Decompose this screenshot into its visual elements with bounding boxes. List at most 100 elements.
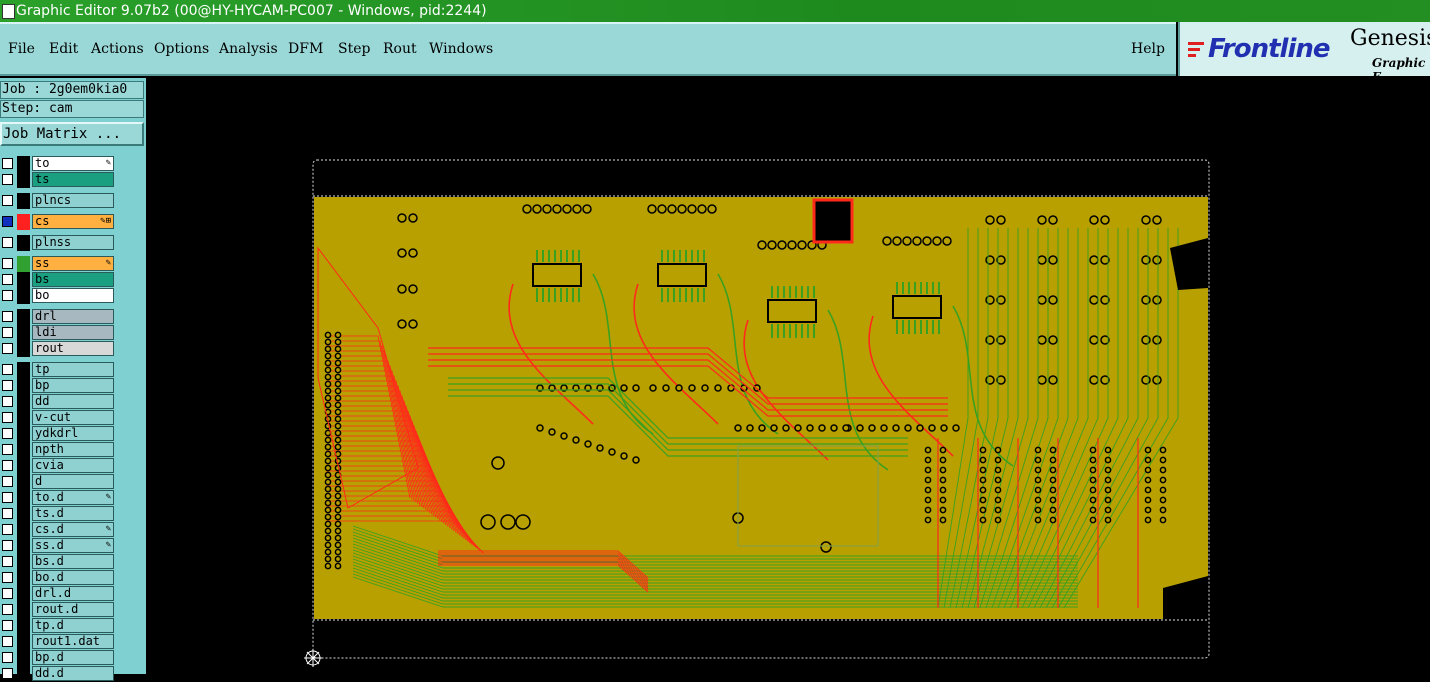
- layer-checkbox[interactable]: [2, 508, 13, 519]
- layer-name[interactable]: ss.d✎: [32, 538, 114, 553]
- layer-row[interactable]: cs.d✎: [0, 522, 118, 538]
- menu-actions[interactable]: Actions: [91, 41, 144, 57]
- layer-checkbox[interactable]: [2, 492, 13, 503]
- layer-row[interactable]: plncs: [0, 193, 118, 209]
- layer-color-swatch[interactable]: [17, 666, 30, 682]
- layer-checkbox[interactable]: [2, 258, 13, 269]
- layer-color-swatch[interactable]: [17, 522, 30, 538]
- layer-color-swatch[interactable]: [17, 538, 30, 554]
- layer-name[interactable]: ss✎: [32, 256, 114, 271]
- layer-color-swatch[interactable]: [17, 490, 30, 506]
- layer-color-swatch[interactable]: [17, 570, 30, 586]
- layer-row[interactable]: dd.d: [0, 666, 118, 682]
- layer-color-swatch[interactable]: [17, 214, 30, 230]
- layer-checkbox[interactable]: [2, 588, 13, 599]
- layer-name[interactable]: bo.d: [32, 570, 114, 585]
- layer-row[interactable]: tp: [0, 362, 118, 378]
- layer-color-swatch[interactable]: [17, 394, 30, 410]
- job-matrix-button[interactable]: Job Matrix ...: [0, 122, 144, 146]
- layer-row[interactable]: npth: [0, 442, 118, 458]
- layer-checkbox[interactable]: [2, 556, 13, 567]
- layer-checkbox[interactable]: [2, 540, 13, 551]
- layer-row[interactable]: plnss: [0, 235, 118, 251]
- layer-name[interactable]: plnss: [32, 235, 114, 250]
- menu-windows[interactable]: Windows: [429, 41, 494, 57]
- layer-name[interactable]: drl: [32, 309, 114, 324]
- layer-name[interactable]: npth: [32, 442, 114, 457]
- layer-color-swatch[interactable]: [17, 634, 30, 650]
- layer-checkbox[interactable]: [2, 636, 13, 647]
- layer-row[interactable]: ts: [0, 172, 118, 188]
- layer-row[interactable]: drl.d: [0, 586, 118, 602]
- layer-checkbox[interactable]: [2, 311, 13, 322]
- layer-name[interactable]: rout.d: [32, 602, 114, 617]
- layer-row[interactable]: bo: [0, 288, 118, 304]
- layer-row[interactable]: cs✎⊞: [0, 214, 118, 230]
- menu-analysis[interactable]: Analysis: [219, 41, 278, 57]
- layer-color-swatch[interactable]: [17, 602, 30, 618]
- layer-row[interactable]: ss✎: [0, 256, 118, 272]
- layer-checkbox[interactable]: [2, 444, 13, 455]
- layer-name[interactable]: ts: [32, 172, 114, 187]
- layer-name[interactable]: drl.d: [32, 586, 114, 601]
- layer-row[interactable]: cvia: [0, 458, 118, 474]
- layer-row[interactable]: bp: [0, 378, 118, 394]
- layer-checkbox[interactable]: [2, 158, 13, 169]
- layer-name[interactable]: bp: [32, 378, 114, 393]
- layer-checkbox[interactable]: [2, 620, 13, 631]
- layer-row[interactable]: bs: [0, 272, 118, 288]
- layer-checkbox[interactable]: [2, 216, 13, 227]
- layer-row[interactable]: to✎: [0, 156, 118, 172]
- layer-color-swatch[interactable]: [17, 586, 30, 602]
- layer-name[interactable]: tp: [32, 362, 114, 377]
- layer-color-swatch[interactable]: [17, 362, 30, 378]
- layer-name[interactable]: cs.d✎: [32, 522, 114, 537]
- layer-row[interactable]: bp.d: [0, 650, 118, 666]
- layer-checkbox[interactable]: [2, 524, 13, 535]
- menu-options[interactable]: Options: [154, 41, 210, 57]
- menu-edit[interactable]: Edit: [49, 41, 79, 57]
- layer-row[interactable]: v-cut: [0, 410, 118, 426]
- layer-color-swatch[interactable]: [17, 256, 30, 272]
- menu-dfm[interactable]: DFM: [288, 41, 324, 57]
- layer-name[interactable]: v-cut: [32, 410, 114, 425]
- layer-checkbox[interactable]: [2, 380, 13, 391]
- layer-checkbox[interactable]: [2, 174, 13, 185]
- layer-name[interactable]: ydkdrl: [32, 426, 114, 441]
- layer-name[interactable]: rout1.dat: [32, 634, 114, 649]
- layer-color-swatch[interactable]: [17, 172, 30, 188]
- menu-rout[interactable]: Rout: [383, 41, 417, 57]
- menu-step[interactable]: Step: [338, 41, 371, 57]
- layer-name[interactable]: ldi: [32, 325, 114, 340]
- layer-checkbox[interactable]: [2, 604, 13, 615]
- layer-color-swatch[interactable]: [17, 442, 30, 458]
- layer-checkbox[interactable]: [2, 237, 13, 248]
- layer-name[interactable]: d: [32, 474, 114, 489]
- layer-row[interactable]: ts.d: [0, 506, 118, 522]
- menu-help[interactable]: Help: [1131, 41, 1165, 57]
- layer-row[interactable]: ss.d✎: [0, 538, 118, 554]
- layer-name[interactable]: dd: [32, 394, 114, 409]
- layer-row[interactable]: rout: [0, 341, 118, 357]
- layer-row[interactable]: tp.d: [0, 618, 118, 634]
- layer-color-swatch[interactable]: [17, 474, 30, 490]
- layer-row[interactable]: rout1.dat: [0, 634, 118, 650]
- layer-checkbox[interactable]: [2, 396, 13, 407]
- layer-color-swatch[interactable]: [17, 618, 30, 634]
- layer-checkbox[interactable]: [2, 274, 13, 285]
- layer-name[interactable]: bo: [32, 288, 114, 303]
- layer-name[interactable]: to✎: [32, 156, 114, 171]
- layer-name[interactable]: cvia: [32, 458, 114, 473]
- layer-checkbox[interactable]: [2, 364, 13, 375]
- layer-checkbox[interactable]: [2, 460, 13, 471]
- layer-row[interactable]: to.d✎: [0, 490, 118, 506]
- layer-row[interactable]: d: [0, 474, 118, 490]
- layer-color-swatch[interactable]: [17, 341, 30, 357]
- layer-color-swatch[interactable]: [17, 378, 30, 394]
- layer-row[interactable]: bo.d: [0, 570, 118, 586]
- layer-color-swatch[interactable]: [17, 193, 30, 209]
- layer-row[interactable]: rout.d: [0, 602, 118, 618]
- layer-name[interactable]: cs✎⊞: [32, 214, 114, 229]
- layer-name[interactable]: rout: [32, 341, 114, 356]
- layer-row[interactable]: bs.d: [0, 554, 118, 570]
